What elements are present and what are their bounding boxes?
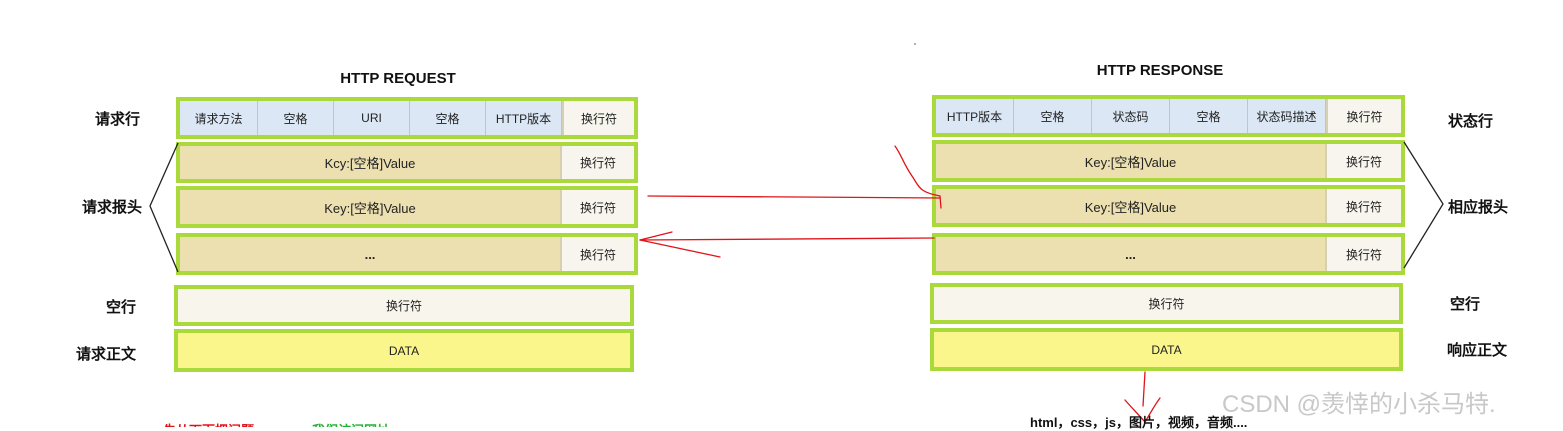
request-header-content: Key:[空格]Value [180, 190, 560, 224]
request-line-cell: 空格 [410, 101, 486, 135]
request-data-cell: DATA [178, 333, 630, 368]
response-data-cell: DATA [934, 332, 1399, 367]
response-body-note: html，css，js，图片，视频，音频.... [1030, 415, 1248, 430]
response-line-label: 状态行 [1448, 113, 1494, 130]
response-header-bracket [1403, 141, 1444, 269]
response-line-newline-cell: 换行符 [1326, 99, 1401, 133]
response-header-newline-cell: 换行符 [1325, 144, 1401, 178]
bottom-cut-note-red: 先从下面把问题 [163, 420, 254, 427]
response-title: HTTP RESPONSE [1096, 62, 1224, 79]
response-line-cell: 空格 [1170, 99, 1248, 133]
response-header-newline-cell: 换行符 [1325, 237, 1401, 271]
response-line-cell: HTTP版本 [936, 99, 1014, 133]
request-line-label: 请求行 [95, 111, 141, 128]
response-line-cell: 状态码描述 [1248, 99, 1326, 133]
request-header-bracket [149, 142, 179, 273]
dot-mark [914, 43, 916, 45]
response-line-row: HTTP版本 空格 状态码 空格 状态码描述 换行符 [932, 95, 1405, 137]
response-header-row: ... 换行符 [932, 233, 1405, 275]
bottom-cut-note-green: 我们访问网址 [312, 420, 390, 427]
response-header-content: Key:[空格]Value [936, 144, 1325, 178]
response-blank-row: 换行符 [930, 283, 1403, 324]
response-line-cell: 空格 [1014, 99, 1092, 133]
request-blank-label: 空行 [106, 299, 137, 316]
request-blank-cell: 换行符 [178, 289, 630, 322]
request-line-cell: 请求方法 [180, 101, 258, 135]
request-line-cell: HTTP版本 [486, 101, 562, 135]
response-header-content: ... [936, 237, 1325, 271]
response-blank-cell: 换行符 [934, 287, 1399, 320]
request-headers-label: 请求报头 [82, 199, 143, 216]
request-header-row: ... 换行符 [176, 233, 638, 275]
response-header-row: Key:[空格]Value 换行符 [932, 185, 1405, 227]
response-body-row: DATA [930, 328, 1403, 371]
request-header-row: Kcy:[空格]Value 换行符 [176, 142, 638, 183]
response-line-cell: 状态码 [1092, 99, 1170, 133]
request-header-row: Key:[空格]Value 换行符 [176, 186, 638, 228]
request-header-newline-cell: 换行符 [560, 190, 634, 224]
request-line-row: 请求方法 空格 URI 空格 HTTP版本 换行符 [176, 97, 638, 139]
response-header-content: Key:[空格]Value [936, 189, 1325, 223]
response-blank-label: 空行 [1450, 296, 1481, 313]
request-title: HTTP REQUEST [340, 70, 456, 87]
request-line-cell: URI [334, 101, 410, 135]
request-header-newline-cell: 换行符 [560, 237, 634, 271]
response-header-row: Key:[空格]Value 换行符 [932, 140, 1405, 182]
csdn-watermark: CSDN @羡悻的小杀马特. [1222, 391, 1496, 418]
request-line-cell: 空格 [258, 101, 334, 135]
request-blank-row: 换行符 [174, 285, 634, 326]
response-header-newline-cell: 换行符 [1325, 189, 1401, 223]
request-header-content: Kcy:[空格]Value [180, 146, 560, 179]
red-annotation-lines [639, 145, 1161, 424]
request-body-label: 请求正文 [76, 346, 137, 363]
request-header-content: ... [180, 237, 560, 271]
response-body-label: 响应正文 [1447, 342, 1508, 359]
request-header-newline-cell: 换行符 [560, 146, 634, 179]
response-headers-label: 相应报头 [1448, 199, 1509, 216]
request-line-newline-cell: 换行符 [562, 101, 634, 135]
request-body-row: DATA [174, 329, 634, 372]
